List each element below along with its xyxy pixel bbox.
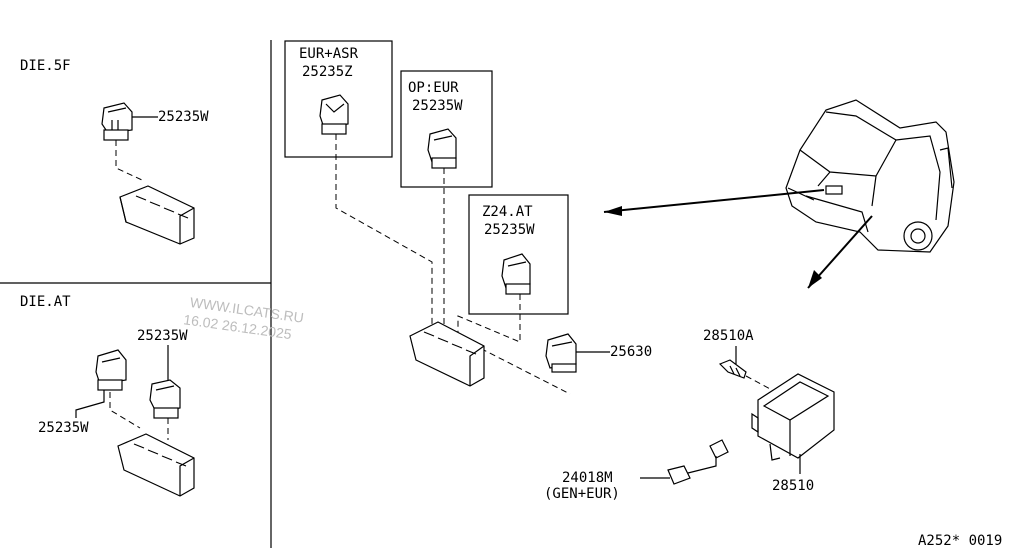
box-z24-at-line2: 25235W — [484, 222, 535, 238]
box-eur-asr-line2: 25235Z — [302, 64, 353, 80]
relay-op-eur[interactable] — [427, 128, 457, 169]
relay-dieat-upper[interactable] — [149, 345, 181, 419]
control-unit-28510[interactable] — [751, 373, 835, 474]
box-op-eur-line1: OP:EUR — [408, 80, 459, 96]
arrow-to-unit — [807, 215, 873, 289]
box-eur-asr — [284, 40, 393, 158]
leader-bolt — [745, 375, 773, 391]
bolt-28510a[interactable] — [718, 346, 747, 379]
relay-dieat-lower[interactable] — [75, 349, 127, 418]
relay-die5f[interactable] — [101, 102, 158, 141]
section-label-die5f: DIE.5F — [20, 58, 71, 74]
label-control-unit: 28510 — [772, 478, 814, 494]
box-eur-asr-line1: EUR+ASR — [299, 46, 359, 62]
diagram-code: A252* 0019 — [918, 533, 1002, 549]
relay-z24-at[interactable] — [501, 253, 531, 295]
relay-25630[interactable] — [545, 333, 610, 373]
relay-block-main[interactable] — [409, 321, 485, 387]
watermark: WWW.ILCATS.RU 16.02 26.12.2025 — [182, 294, 304, 342]
label-relay-dieat-lower: 25235W — [38, 420, 89, 436]
relay-block-die5f[interactable] — [119, 185, 195, 245]
label-relay-die5f: 25235W — [158, 109, 209, 125]
leader-dieat-lower — [109, 392, 141, 429]
leader-eur-asr — [335, 134, 433, 326]
leader-25630 — [471, 343, 571, 395]
label-harness: 24018M — [562, 470, 613, 486]
label-bolt: 28510A — [703, 328, 754, 344]
section-label-dieat: DIE.AT — [20, 294, 71, 310]
relay-25235z[interactable] — [319, 94, 349, 135]
label-harness-note: (GEN+EUR) — [544, 486, 620, 502]
harness-24018m[interactable] — [640, 439, 729, 485]
leader-z24-at — [457, 294, 521, 343]
box-op-eur-line2: 25235W — [412, 98, 463, 114]
leader-die5f — [115, 140, 143, 181]
label-relay-25630: 25630 — [610, 344, 652, 360]
box-z24-at-line1: Z24.AT — [482, 204, 533, 220]
vehicle-illustration — [785, 99, 955, 253]
box-z24-at — [468, 194, 569, 315]
label-relay-dieat-upper: 25235W — [137, 328, 188, 344]
relay-block-dieat[interactable] — [117, 433, 195, 497]
box-op-eur — [400, 70, 493, 188]
